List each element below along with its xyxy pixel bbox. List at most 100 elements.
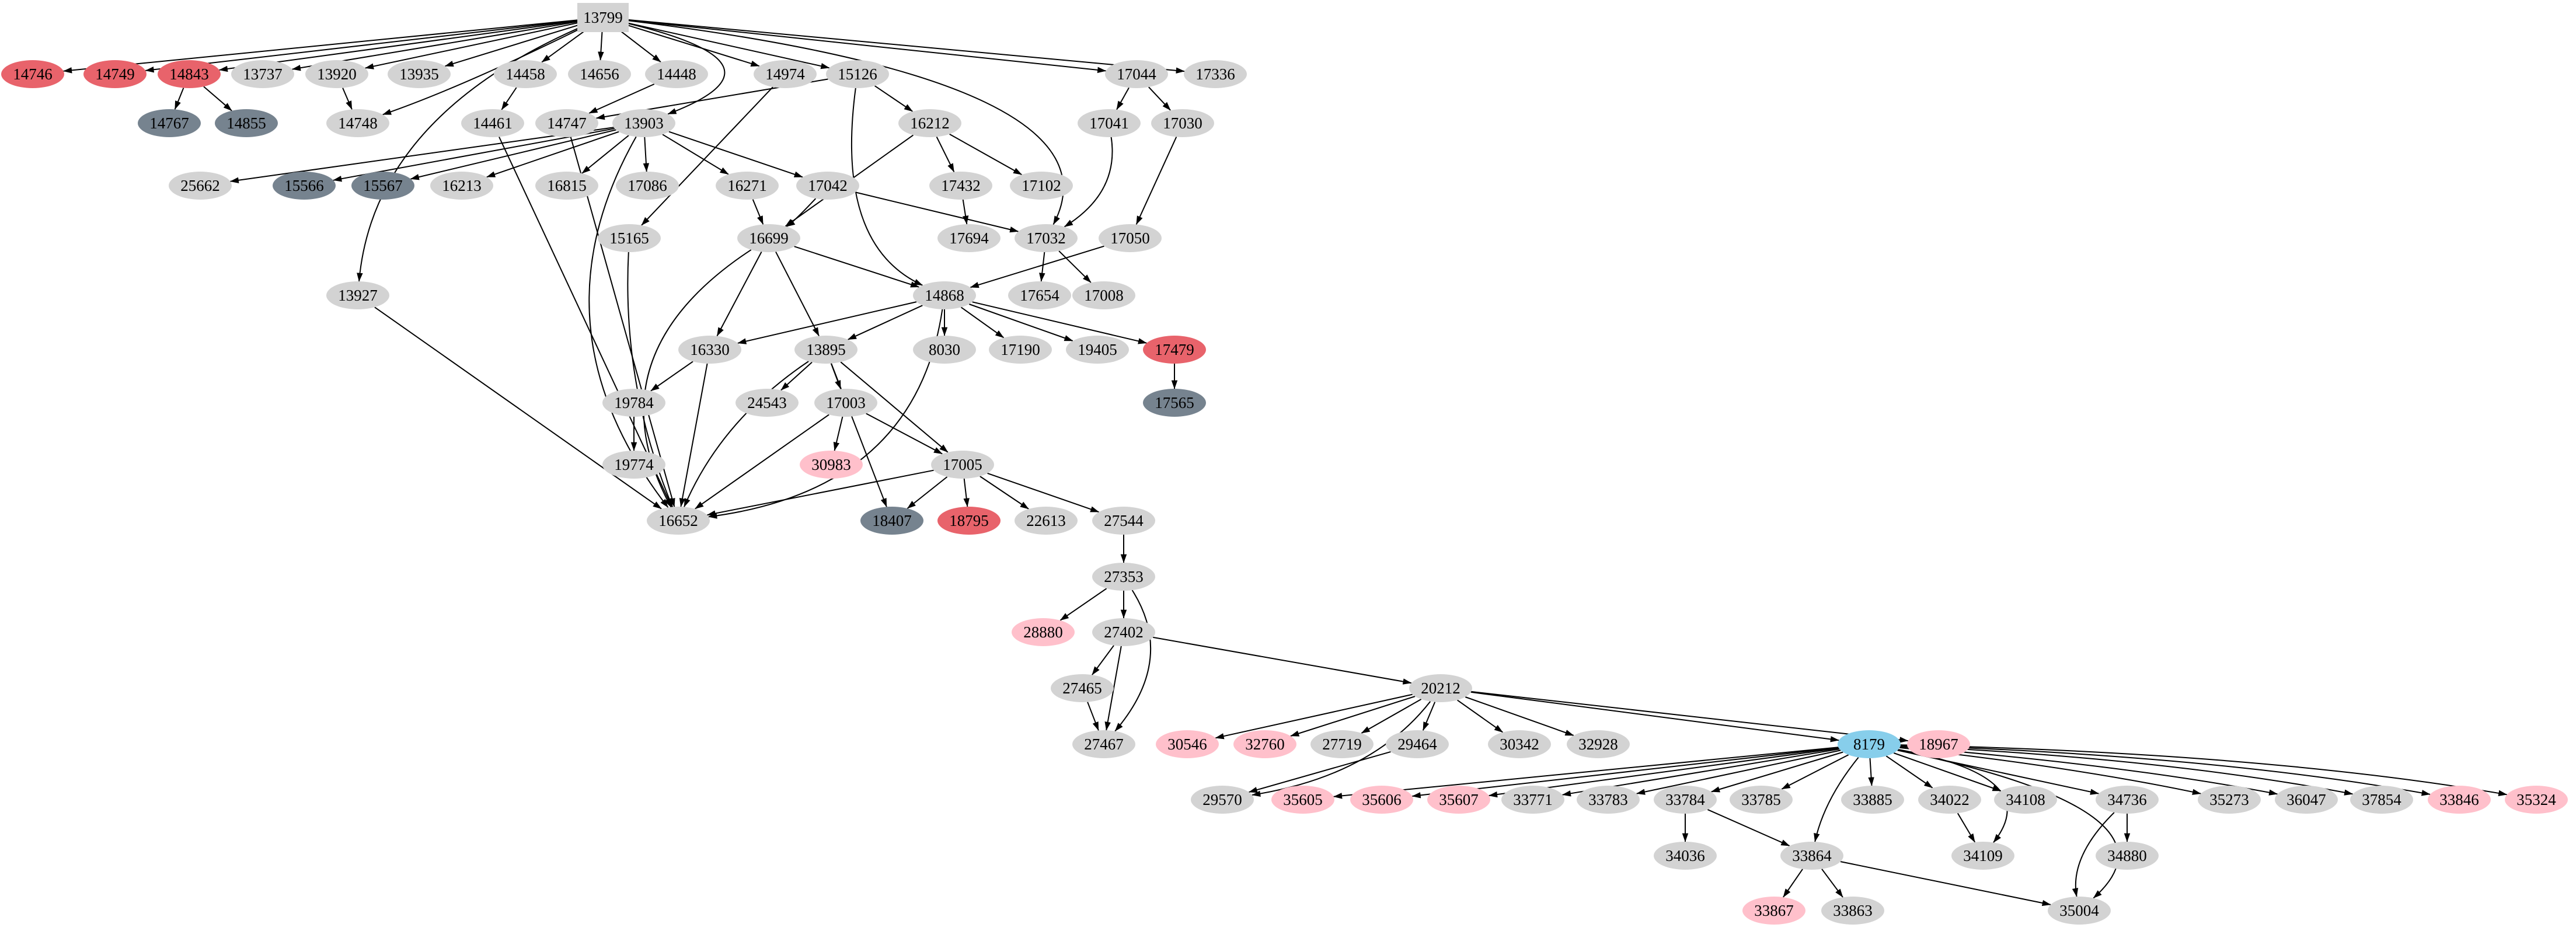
graph-node-16699: 16699 <box>737 224 800 252</box>
graph-edge-16699-14868 <box>794 246 919 288</box>
graph-node-22613: 22613 <box>1015 507 1078 535</box>
graph-node-35324: 35324 <box>2505 786 2568 814</box>
node-ellipse-shape <box>937 507 1001 535</box>
node-ellipse-shape <box>678 336 741 364</box>
node-ellipse-shape <box>494 60 557 88</box>
graph-edge-17432-17694 <box>962 199 969 225</box>
node-label: 19774 <box>614 456 654 473</box>
node-ellipse-shape <box>735 389 799 417</box>
node-label: 35606 <box>1362 791 1402 808</box>
graph-edge-8179-34108 <box>1893 752 2002 791</box>
graph-node-27544: 27544 <box>1092 507 1155 535</box>
graph-node-34108: 34108 <box>1994 786 2057 814</box>
graph-node-14974: 14974 <box>754 60 817 88</box>
graph-node-17050: 17050 <box>1099 224 1162 252</box>
node-label: 27465 <box>1062 679 1102 697</box>
node-ellipse-shape <box>1072 730 1135 758</box>
node-ellipse-shape <box>83 60 147 88</box>
node-label: 14748 <box>338 114 378 132</box>
graph-edge-33864-33867 <box>1783 869 1803 898</box>
node-ellipse-shape <box>2048 897 2111 925</box>
node-label: 16699 <box>749 229 789 247</box>
node-label: 17050 <box>1110 229 1150 247</box>
node-ellipse-shape <box>1015 224 1078 252</box>
graph-edge-17042-17032 <box>855 191 1019 233</box>
graph-node-33864: 33864 <box>1780 842 1843 870</box>
graph-edge-14868-19405 <box>968 304 1073 341</box>
node-label: 15126 <box>838 65 877 83</box>
node-label: 34036 <box>1665 847 1705 864</box>
graph-node-33771: 33771 <box>1501 786 1564 814</box>
node-ellipse-shape <box>612 109 675 137</box>
node-ellipse-shape <box>2428 786 2491 814</box>
graph-node-14656: 14656 <box>568 60 631 88</box>
node-ellipse-shape <box>1012 618 1075 646</box>
node-ellipse-shape <box>1066 336 1129 364</box>
node-ellipse-shape <box>826 60 889 88</box>
graph-edge-8179-35324 <box>1900 744 2508 797</box>
node-ellipse-shape <box>1951 842 2014 870</box>
graph-node-20212: 20212 <box>1409 674 1472 702</box>
graph-node-25662: 25662 <box>169 172 232 200</box>
node-label: 33885 <box>1853 791 1892 808</box>
node-ellipse-shape <box>1092 507 1155 535</box>
node-ellipse-shape <box>1092 618 1155 646</box>
graph-node-14868: 14868 <box>913 281 976 309</box>
node-label: 35273 <box>2209 791 2249 808</box>
graph-node-34022: 34022 <box>1918 786 1981 814</box>
node-ellipse-shape <box>1654 842 1717 870</box>
graph-node-33885: 33885 <box>1841 786 1904 814</box>
node-label: 16330 <box>690 341 730 358</box>
node-ellipse-shape <box>1105 60 1168 88</box>
node-label: 17032 <box>1026 229 1066 247</box>
graph-edge-17050-14868 <box>970 245 1104 288</box>
node-label: 24543 <box>747 394 787 412</box>
graph-node-17041: 17041 <box>1078 109 1141 137</box>
node-ellipse-shape <box>616 172 679 200</box>
graph-edge-20212-30342 <box>1457 699 1503 733</box>
graph-edge-17044-17030 <box>1148 86 1171 111</box>
graph-node-17432: 17432 <box>929 172 992 200</box>
node-label: 29570 <box>1202 791 1242 808</box>
node-label: 17030 <box>1163 114 1202 132</box>
node-ellipse-shape <box>1072 281 1135 309</box>
graph-edge-27402-20212 <box>1153 636 1412 685</box>
node-label: 17565 <box>1155 394 1194 412</box>
node-label: 14868 <box>925 287 964 304</box>
node-ellipse-shape <box>1184 60 1247 88</box>
graph-edge-17032-17008 <box>1058 250 1092 283</box>
node-label: 13737 <box>243 65 283 83</box>
graph-node-33867: 33867 <box>1742 897 1805 925</box>
node-label: 8179 <box>1853 735 1885 753</box>
graph-edge-20212-32760 <box>1290 696 1416 737</box>
graph-edge-16330-19784 <box>650 361 693 392</box>
node-ellipse-shape <box>169 172 232 200</box>
graph-edge-16330-16652 <box>679 363 708 507</box>
node-ellipse-shape <box>645 60 708 88</box>
node-ellipse-shape <box>1350 786 1413 814</box>
node-label: 13935 <box>399 65 439 83</box>
graph-edge-17003-17005 <box>866 413 943 455</box>
node-label: 14461 <box>473 114 513 132</box>
node-ellipse-shape <box>1409 674 1472 702</box>
graph-edge-14868-17190 <box>960 306 1005 339</box>
node-ellipse-shape <box>1841 786 1904 814</box>
graph-edge-17030-17050 <box>1135 137 1177 225</box>
node-label: 16212 <box>910 114 950 132</box>
graph-node-33846: 33846 <box>2428 786 2491 814</box>
graph-node-33783: 33783 <box>1577 786 1640 814</box>
node-ellipse-shape <box>430 172 493 200</box>
node-label: 27402 <box>1104 623 1144 641</box>
node-label: 17086 <box>628 177 667 194</box>
graph-edge-13799-13935 <box>444 23 582 67</box>
graph-edge-20212-30546 <box>1215 693 1413 740</box>
node-ellipse-shape <box>1156 730 1219 758</box>
node-ellipse-shape <box>1310 730 1374 758</box>
node-ellipse-shape <box>1191 786 1254 814</box>
node-label: 34736 <box>2107 791 2147 808</box>
node-ellipse-shape <box>2198 786 2261 814</box>
graph-edge-13799-13927 <box>357 25 584 282</box>
graph-edge-13799-13920 <box>365 22 581 69</box>
graph-edge-34736-35004 <box>2072 812 2115 897</box>
